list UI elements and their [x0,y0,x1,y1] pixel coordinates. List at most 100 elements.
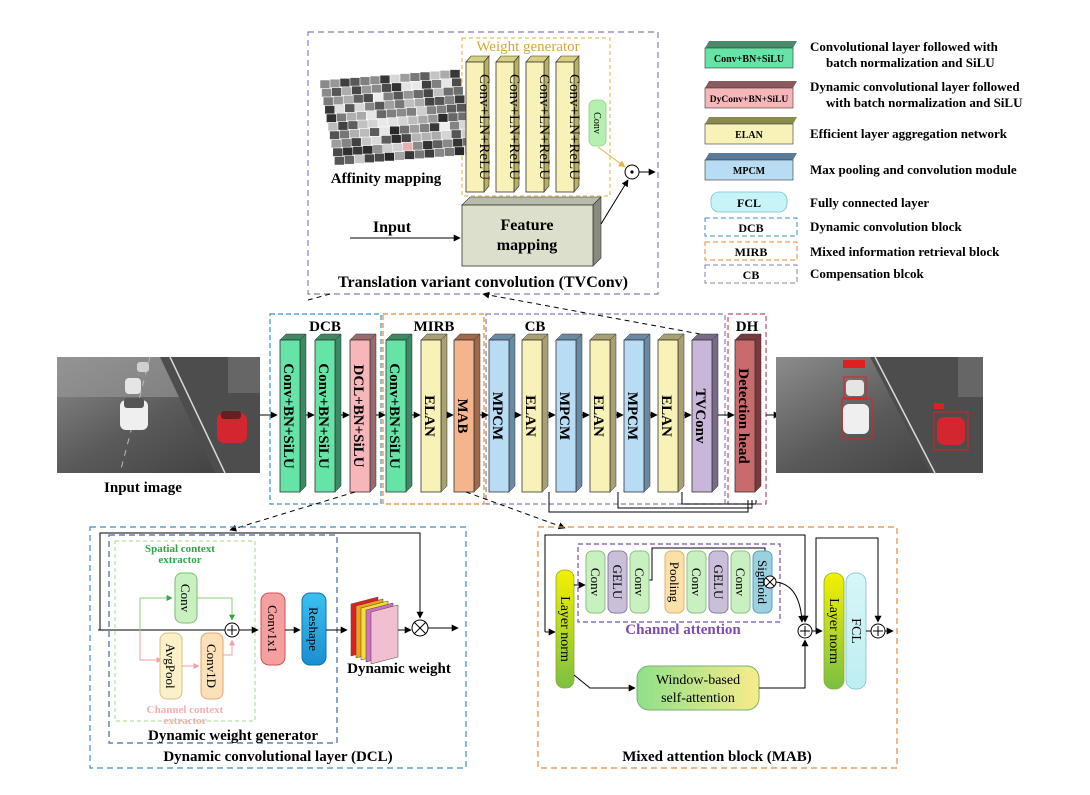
svg-text:Compensation blcok: Compensation blcok [810,266,925,281]
weight-generator-title: Weight generator [476,39,579,55]
affinity-cell [346,112,357,122]
pipeline-block-label: Detection head [735,368,751,464]
dynamic-weight-generator-box [108,534,338,744]
wg-block-1: Conv+LN+ReLU [465,55,492,193]
affinity-cell [389,74,401,84]
svg-text:Max pooling and convolution mo: Max pooling and convolution module [810,162,1017,177]
affinity-cell [327,122,339,132]
dcl-caption: Dynamic convolutional layer (DCL) [163,749,392,765]
affinity-cell [359,76,371,86]
affinity-cell [414,98,426,108]
affinity-cell [450,129,462,139]
affinity-cell [376,109,387,119]
feature-mapping-block: Feature mapping [461,196,602,267]
svg-text:Conv+LN+ReLU: Conv+LN+ReLU [536,74,552,180]
mab-caption: Mixed attention block (MAB) [622,749,812,765]
affinity-cell [330,139,342,149]
affinity-cell [426,105,437,115]
legend-item-mirb: MIRB Mixed information retrieval block [704,241,1000,261]
affinity-cell [412,141,424,151]
legend-item-cb: CB Compensation blcok [704,264,925,284]
pipeline-block-label: ELAN [590,395,606,437]
affinity-cell [352,94,364,104]
affinity-cell [381,83,392,93]
affinity-cell [361,85,372,95]
affinity-cell [447,112,459,122]
affinity-cell [452,86,464,96]
affinity-cell [432,87,444,97]
dcl-conv-block: Conv [174,572,198,624]
affinity-cell [339,78,351,88]
legend-item-mpcm: MPCM Max pooling and convolution module [704,153,1017,181]
ca-block-label: Conv [632,568,647,597]
affinity-cell [422,88,434,98]
affinity-cell [412,89,424,99]
affinity-cell [437,113,449,123]
affinity-cell [396,108,407,118]
dcb-group [269,313,382,505]
affinity-cell [321,88,332,98]
dh-label: DH [736,319,759,335]
affinity-cell [347,120,359,130]
svg-text:mapping: mapping [497,237,557,254]
wg-conv-small: Conv [588,99,607,147]
window-self-attention-block: Window-based self-attention [636,665,760,711]
affinity-cell [432,139,444,149]
affinity-cell [440,130,452,140]
input-image-label: Input image [104,480,182,496]
affinity-cell [332,147,344,157]
affinity-cell [392,142,404,152]
pipeline-block-6: MAB [453,333,481,493]
spatial-context-label: Spatial context [145,543,215,555]
pipeline-block-3: DCL+BN+SiLU [349,333,377,493]
dynamic-weight-label: Dynamic weight [347,661,451,677]
legend-item-elan: ELAN Efficient layer aggregation network [704,117,1008,145]
affinity-cell [342,146,354,156]
svg-text:Layer norm: Layer norm [557,596,572,662]
affinity-cell [414,149,425,159]
affinity-cell [362,145,374,155]
affinity-cell [379,126,390,136]
affinity-cell [454,94,466,104]
affinity-cell [429,122,440,132]
svg-text:Conv1x1: Conv1x1 [265,605,280,653]
pipeline-block-12: ELAN [657,333,685,493]
pipeline-block-11: MPCM [623,333,651,493]
affinity-cell [354,154,365,164]
pipeline-block-label: Conv+BN+SiLU [280,363,296,469]
affinity-cell [360,136,372,146]
affinity-cell [436,104,447,114]
affinity-mapping-label: Affinity mapping [331,171,442,187]
svg-text:Reshape: Reshape [306,607,321,651]
affinity-cell [337,121,349,131]
affinity-cell [451,77,462,87]
legend-item-fcl: FCL Fully connected layer [710,191,929,213]
affinity-cell [449,69,461,79]
affinity-cell [319,79,331,89]
affinity-cell [334,156,345,166]
affinity-cell [359,128,370,138]
svg-text:Conv1D: Conv1D [204,644,219,688]
affinity-cell [397,116,409,126]
channel-context-label: Channel context [147,704,224,716]
affinity-cell [357,119,369,129]
wg-block-2: Conv+LN+ReLU [495,55,522,193]
svg-text:Conv+LN+ReLU: Conv+LN+ReLU [506,74,522,180]
affinity-cell [424,97,436,107]
affinity-cell [384,100,396,110]
mirb-group [382,313,485,505]
affinity-cell [389,125,400,135]
affinity-cell [339,129,350,139]
dh-group [727,313,767,505]
pipeline-block-label: TVConv [692,388,708,444]
affinity-cell [409,72,421,82]
affinity-cell [342,95,354,105]
affinity-cell [390,134,402,144]
affinity-cell [364,153,375,163]
affinity-cell [352,146,364,156]
affinity-cell [441,78,452,88]
ca-block-2: GELU [607,550,628,614]
